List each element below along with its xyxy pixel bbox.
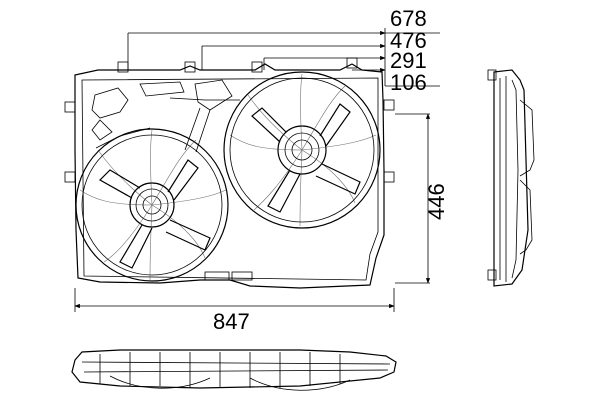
bottom-view <box>71 349 397 391</box>
right-fan <box>223 71 381 229</box>
mount-tab-left-mid <box>64 171 76 183</box>
dimension-lines <box>74 28 440 312</box>
connector-bracket <box>91 79 240 153</box>
mount-tab-right-mid <box>383 171 395 183</box>
mount-tab-left-top <box>64 101 76 113</box>
front-view <box>64 57 395 289</box>
side-view <box>487 69 535 287</box>
dim-width: 847 <box>213 309 250 334</box>
dim-top-1: 678 <box>390 6 427 31</box>
shroud-frame <box>74 63 385 289</box>
dim-top-2: 476 <box>390 28 427 53</box>
dim-top-3: 291 <box>390 48 427 73</box>
mount-tab-right-top <box>383 99 395 111</box>
left-fan <box>75 128 229 282</box>
dim-height: 446 <box>424 183 449 220</box>
dim-top-4: 106 <box>390 70 427 95</box>
